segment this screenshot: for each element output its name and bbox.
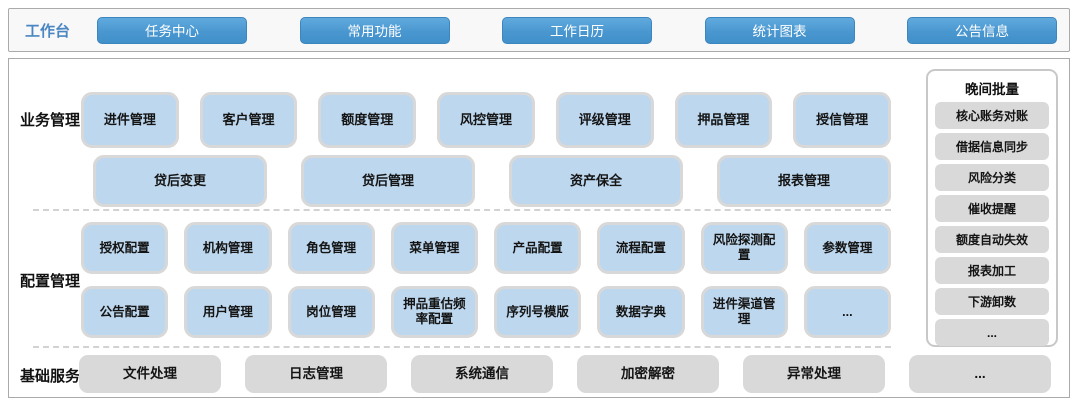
box-report-processing[interactable]: 报表加工	[935, 257, 1049, 284]
night-batch-panel: 晚间批量 核心账务对账 借据信息同步 风险分类 催收提醒 额度自动失效 报表加工…	[926, 69, 1058, 347]
workbench-label: 工作台	[25, 22, 71, 40]
box-report-management[interactable]: 报表管理	[717, 155, 891, 207]
box-system-communication[interactable]: 系统通信	[411, 355, 553, 393]
box-risk-classification[interactable]: 风险分类	[935, 164, 1049, 191]
box-collateral-management[interactable]: 押品管理	[674, 92, 773, 148]
topbar-button-work-calendar[interactable]: 工作日历	[502, 16, 652, 44]
box-exception-handling[interactable]: 异常处理	[743, 355, 885, 393]
box-core-account-reconciliation[interactable]: 核心账务对账	[935, 102, 1049, 129]
section-divider-2	[33, 346, 891, 348]
topbar-button-announcement-info[interactable]: 公告信息	[907, 16, 1057, 44]
box-base-more[interactable]: ...	[909, 355, 1051, 393]
box-risk-detection-config[interactable]: 风险探测配置	[700, 222, 788, 274]
box-risk-control-management[interactable]: 风控管理	[437, 92, 535, 148]
box-intake-management[interactable]: 进件管理	[81, 92, 179, 148]
base-service-row: 文件处理 日志管理 系统通信 加密解密 异常处理 ...	[79, 355, 1051, 393]
box-rating-management[interactable]: 评级管理	[555, 92, 654, 148]
box-org-management[interactable]: 机构管理	[184, 222, 272, 274]
topbar-button-common-functions[interactable]: 常用功能	[299, 16, 450, 44]
box-night-more[interactable]: ...	[935, 319, 1049, 346]
workbench-buttons: 任务中心 常用功能 工作日历 统计图表 公告信息	[97, 16, 1057, 44]
box-downstream-data-export[interactable]: 下游卸数	[935, 288, 1049, 315]
box-quota-management[interactable]: 额度管理	[318, 92, 417, 148]
box-post-management[interactable]: 岗位管理	[287, 286, 375, 338]
section-label-base: 基础服务	[19, 368, 80, 385]
config-row-2: 公告配置 用户管理 岗位管理 押品重估频率配置 序列号模版 数据字典 进件渠道管…	[81, 286, 891, 338]
box-intake-channel-management[interactable]: 进件渠道管理	[700, 286, 788, 338]
box-announcement-config[interactable]: 公告配置	[81, 286, 169, 338]
business-row-1: 进件管理 客户管理 额度管理 风控管理 评级管理 押品管理 授信管理	[81, 92, 891, 148]
section-divider-1	[33, 209, 891, 211]
section-label-business: 业务管理	[19, 112, 80, 129]
box-credit-management[interactable]: 授信管理	[793, 92, 891, 148]
box-log-management[interactable]: 日志管理	[245, 355, 387, 393]
section-label-config: 配置管理	[19, 273, 80, 290]
box-menu-management[interactable]: 菜单管理	[390, 222, 478, 274]
box-encryption-decryption[interactable]: 加密解密	[577, 355, 719, 393]
night-batch-title: 晚间批量	[965, 82, 1019, 97]
config-row-1: 授权配置 机构管理 角色管理 菜单管理 产品配置 流程配置 风险探测配置 参数管…	[81, 222, 891, 274]
box-file-processing[interactable]: 文件处理	[79, 355, 221, 393]
box-role-management[interactable]: 角色管理	[287, 222, 375, 274]
box-process-config[interactable]: 流程配置	[597, 222, 685, 274]
box-post-loan-change[interactable]: 贷后变更	[93, 155, 267, 207]
box-serial-number-template[interactable]: 序列号模版	[494, 286, 582, 338]
box-quota-auto-expire[interactable]: 额度自动失效	[935, 226, 1049, 253]
box-param-management[interactable]: 参数管理	[803, 222, 891, 274]
topbar-button-task-center[interactable]: 任务中心	[97, 16, 247, 44]
business-row-2: 贷后变更 贷后管理 资产保全 报表管理	[93, 155, 891, 207]
box-loan-receipt-info-sync[interactable]: 借据信息同步	[935, 133, 1049, 160]
box-collection-reminder[interactable]: 催收提醒	[935, 195, 1049, 222]
box-product-config[interactable]: 产品配置	[494, 222, 582, 274]
box-auth-config[interactable]: 授权配置	[81, 222, 169, 274]
workbench-bar: 工作台 任务中心 常用功能 工作日历 统计图表 公告信息	[8, 8, 1070, 52]
box-config-more[interactable]: ...	[803, 286, 891, 338]
topbar-button-statistics-charts[interactable]: 统计图表	[704, 16, 855, 44]
main-panel: 业务管理 配置管理 基础服务 进件管理 客户管理 额度管理 风控管理 评级管理 …	[8, 58, 1070, 398]
box-customer-management[interactable]: 客户管理	[199, 92, 298, 148]
box-post-loan-management[interactable]: 贷后管理	[301, 155, 475, 207]
box-collateral-revaluation-frequency-config[interactable]: 押品重估频率配置	[390, 286, 478, 338]
box-asset-preservation[interactable]: 资产保全	[509, 155, 683, 207]
box-data-dictionary[interactable]: 数据字典	[597, 286, 685, 338]
box-user-management[interactable]: 用户管理	[184, 286, 272, 338]
